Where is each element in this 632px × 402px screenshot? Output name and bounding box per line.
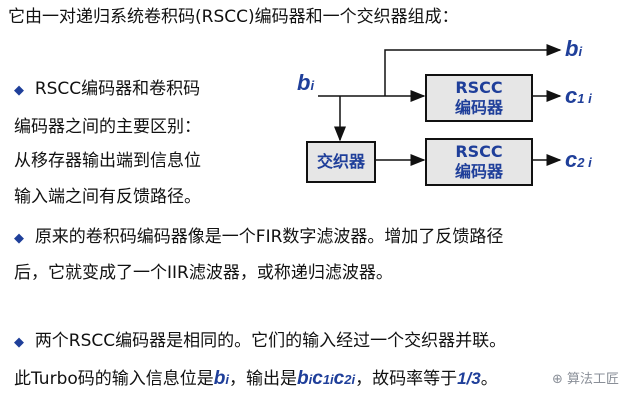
rscc-encoder-1: RSCC 编码器 bbox=[425, 74, 533, 122]
watermark-logo-icon: ⊕ bbox=[552, 372, 563, 387]
line-bi-up bbox=[384, 44, 562, 96]
bullet-icon: ◆ bbox=[14, 231, 24, 246]
point-3-line-1: ◆ 两个RSCC编码器是相同的。它们的输入经过一个交织器并联。 bbox=[14, 331, 507, 351]
output-c2-label: c2 i bbox=[565, 147, 592, 172]
point-2-line-2: 后，它就变成了一个IIR滤波器，或称递归滤波器。 bbox=[14, 263, 393, 283]
intro-text: 它由一对递归系统卷积码(RSCC)编码器和一个交织器组成： bbox=[8, 7, 459, 27]
point-2-line-1: ◆ 原来的卷积码编码器像是一个FIR数字滤波器。增加了反馈路径 bbox=[14, 227, 504, 247]
bullet-icon: ◆ bbox=[14, 335, 24, 350]
input-label: bi bbox=[297, 70, 315, 95]
interleaver-box: 交织器 bbox=[306, 141, 376, 183]
point-1-line-3: 从移存器输出端到信息位 bbox=[14, 151, 201, 171]
watermark: ⊕ 算法工匠 bbox=[552, 372, 620, 387]
rscc-encoder-2: RSCC 编码器 bbox=[425, 138, 533, 186]
point-1-line-4: 输入端之间有反馈路径。 bbox=[14, 187, 201, 207]
point-1-line-2: 编码器之间的主要区别： bbox=[14, 117, 201, 137]
bullet-icon: ◆ bbox=[14, 83, 24, 98]
point-1-line-1: ◆ RSCC编码器和卷积码 bbox=[14, 79, 201, 99]
output-c1-label: c1 i bbox=[565, 83, 592, 108]
point-3-line-2: 此Turbo码的输入信息位是bi，输出是bic1ic2i，故码率等于1/3。 bbox=[14, 368, 498, 389]
output-b-label: bi bbox=[565, 36, 583, 61]
